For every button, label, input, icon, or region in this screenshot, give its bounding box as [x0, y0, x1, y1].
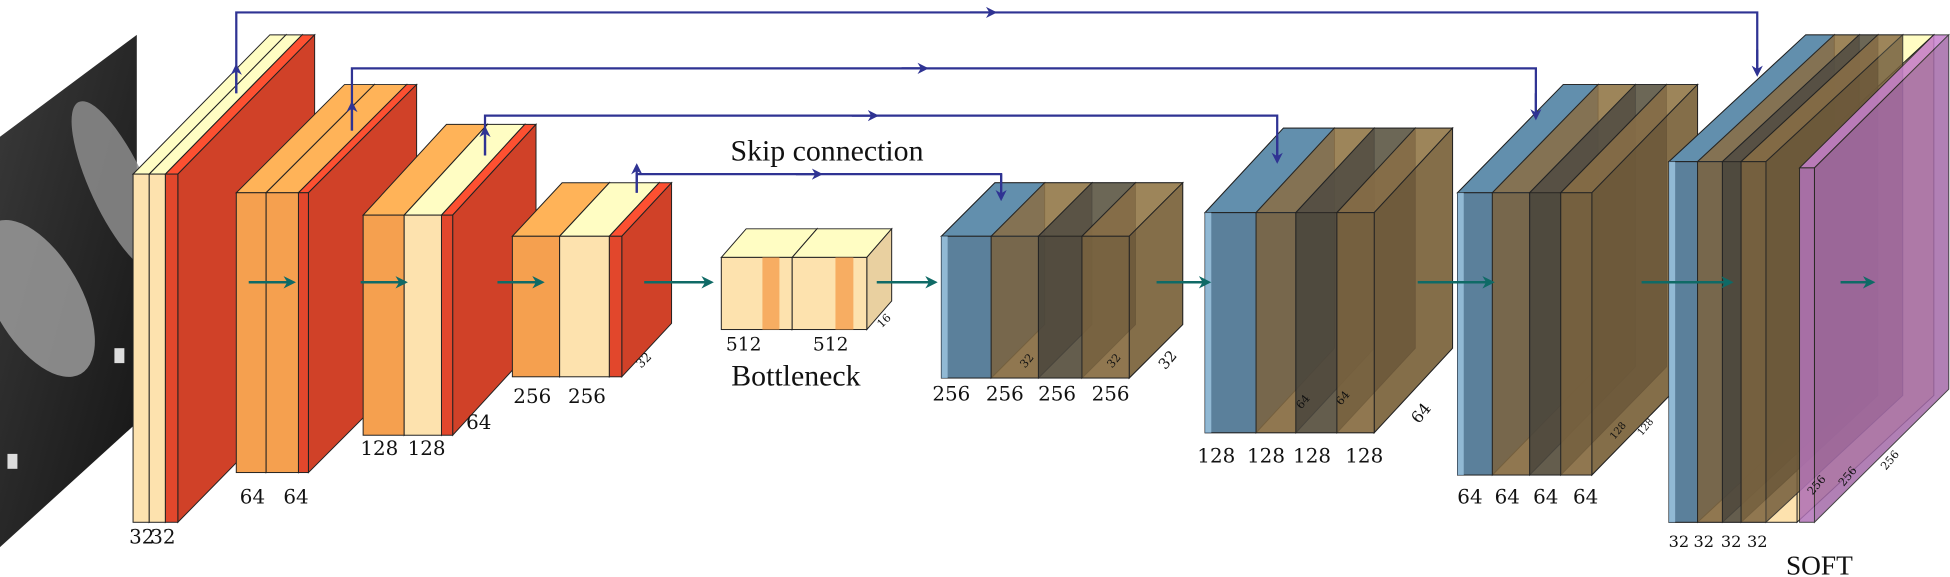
- dimension-label: 32: [1693, 532, 1714, 551]
- dimension-label: 256: [1038, 382, 1076, 405]
- dimension-label: 64: [1407, 399, 1435, 427]
- dimension-label: 128: [408, 437, 446, 460]
- dimension-label: 256: [1092, 382, 1130, 405]
- bottleneck-caption: Bottleneck: [731, 359, 860, 392]
- input-ct-image: [0, 34, 165, 548]
- dimension-label: 32: [150, 525, 175, 548]
- dimension-label: 128: [1345, 445, 1383, 468]
- decoder-2-slab-4: [1335, 126, 1454, 435]
- dimension-label: 512: [813, 335, 849, 356]
- dimension-label: 128: [1247, 445, 1285, 468]
- softmax-output-slab: [1798, 33, 1950, 524]
- dimension-label: 32: [1721, 532, 1742, 551]
- dimension-label: 64: [1495, 486, 1520, 509]
- dimension-label: 128: [1197, 445, 1235, 468]
- dimension-label: 128: [1293, 445, 1331, 468]
- network-blocks: [131, 33, 1950, 524]
- bottleneck-slab-2: [791, 227, 893, 331]
- dimension-label: 256: [513, 385, 551, 408]
- dimension-label: 256: [568, 385, 606, 408]
- skip-connection-caption: Skip connection: [730, 134, 923, 167]
- dimension-label: 256: [932, 382, 970, 405]
- encoder-4-slab-3: [608, 181, 673, 379]
- dimension-label: 128: [360, 437, 398, 460]
- dimension-label: 64: [283, 486, 308, 509]
- dimension-label: 256: [986, 382, 1024, 405]
- dimension-label: 64: [240, 486, 265, 509]
- dimension-label: 32: [1669, 532, 1690, 551]
- dimension-label: 64: [1533, 486, 1558, 509]
- dimension-label: 32: [129, 525, 154, 548]
- dimension-label: 64: [466, 411, 491, 434]
- decoder-1-slab-4: [1080, 181, 1184, 380]
- skip-connection-1: [235, 11, 1759, 94]
- dimension-label: 512: [726, 335, 762, 356]
- dimension-label: 64: [1573, 486, 1598, 509]
- skip-connections: [230, 6, 1763, 202]
- skip-connection-2: [350, 67, 1537, 131]
- dimension-label: 64: [1457, 486, 1482, 509]
- dimension-label: 32: [1155, 347, 1181, 373]
- dimension-label: 32: [1747, 532, 1768, 551]
- skip-connection-4: [635, 172, 1003, 199]
- softmax-caption: SOFT: [1786, 551, 1853, 577]
